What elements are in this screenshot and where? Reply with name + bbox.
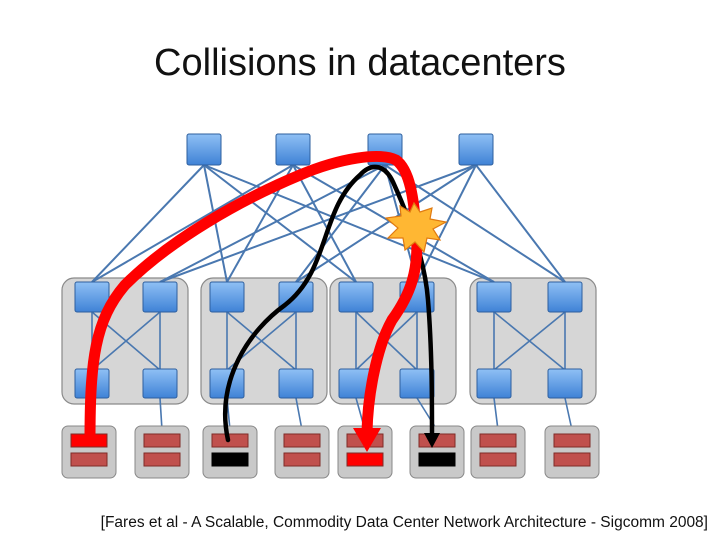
server [283, 433, 321, 448]
server [418, 452, 456, 467]
aggregation-switches [74, 281, 583, 313]
core-switch-icon [275, 133, 311, 166]
red-flow [84, 151, 423, 452]
collision-burst-icon [384, 201, 448, 254]
aggregation-switch-icon [74, 281, 110, 313]
red-flow-path [84, 151, 423, 446]
red-flow-arrowhead [353, 428, 381, 452]
server [283, 452, 321, 467]
aggregation-switch-icon [547, 281, 583, 313]
server [553, 433, 591, 448]
citation: [Fares et al - A Scalable, Commodity Dat… [100, 514, 708, 531]
aggregation-switch-icon [476, 281, 512, 313]
edge-switch-icon [142, 368, 178, 399]
core-switch-icon [186, 133, 222, 166]
server-rack-icon [470, 425, 526, 479]
aggregation-switch-icon [209, 281, 245, 313]
edge-switch-icon [399, 368, 435, 399]
core-switches [186, 133, 494, 166]
server-rack-icon [337, 425, 393, 479]
edge-switch-icon [547, 368, 583, 399]
server [553, 452, 591, 467]
server [479, 452, 517, 467]
server-rack-icon [134, 425, 190, 479]
aggregation-switch-icon [338, 281, 374, 313]
server-racks [61, 425, 600, 479]
server [346, 452, 384, 467]
server [479, 433, 517, 448]
edge-switch-icon [278, 368, 314, 399]
server-rack-icon [202, 425, 258, 479]
server-rack-icon [544, 425, 600, 479]
server [70, 452, 108, 467]
server [143, 433, 181, 448]
pods [61, 277, 597, 405]
black-flow-path [222, 164, 435, 443]
server [143, 452, 181, 467]
server [211, 452, 249, 467]
core-switch-icon [458, 133, 494, 166]
slide-title: Collisions in datacenters [154, 42, 566, 84]
black-flow-arrowhead [424, 433, 440, 448]
server-rack-icon [274, 425, 330, 479]
edge-switch-icon [476, 368, 512, 399]
aggregation-switch-icon [142, 281, 178, 313]
edge-switches [74, 368, 583, 399]
black-flow [222, 164, 440, 448]
